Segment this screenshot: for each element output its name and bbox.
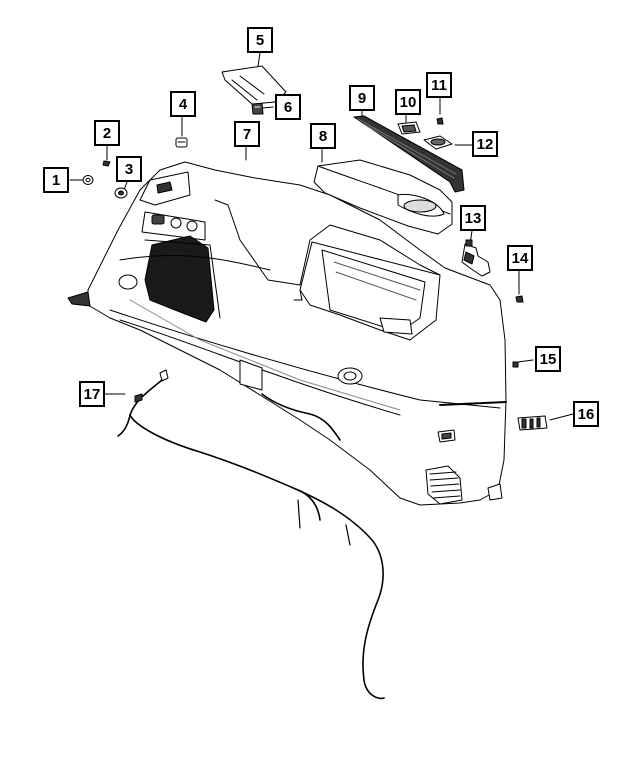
callout-9[interactable]: 9 bbox=[349, 85, 375, 111]
callout-3[interactable]: 3 bbox=[116, 156, 142, 182]
callout-6[interactable]: 6 bbox=[275, 94, 301, 120]
callout-12[interactable]: 12 bbox=[472, 131, 498, 157]
part-16-connector-icon bbox=[517, 415, 548, 431]
part-15-clip-icon bbox=[512, 361, 519, 368]
part-13-bracket-icon bbox=[461, 239, 491, 277]
callout-1[interactable]: 1 bbox=[43, 167, 69, 193]
callout-10[interactable]: 10 bbox=[395, 89, 421, 115]
callout-5[interactable]: 5 bbox=[247, 27, 273, 53]
part-7-quarter-trim-panel-icon bbox=[67, 161, 507, 506]
callout-16[interactable]: 16 bbox=[573, 401, 599, 427]
part-1-clip-nut-icon bbox=[82, 175, 94, 185]
callout-15[interactable]: 15 bbox=[535, 346, 561, 372]
small-parts bbox=[82, 102, 548, 431]
callout-2[interactable]: 2 bbox=[94, 120, 120, 146]
part-17-wiring-harness-icon bbox=[117, 369, 385, 700]
callout-14[interactable]: 14 bbox=[507, 245, 533, 271]
part-12-light-icon bbox=[423, 135, 453, 150]
part-10-switch-icon bbox=[397, 121, 421, 135]
part-11-clip-icon bbox=[436, 117, 444, 125]
part-8-armrest-icon bbox=[313, 159, 453, 235]
callout-4[interactable]: 4 bbox=[170, 91, 196, 117]
part-6-clip-icon bbox=[251, 102, 264, 115]
callout-13[interactable]: 13 bbox=[460, 205, 486, 231]
callout-17[interactable]: 17 bbox=[79, 381, 105, 407]
part-4-fastener-icon bbox=[175, 137, 188, 148]
callout-7[interactable]: 7 bbox=[234, 121, 260, 147]
callout-8[interactable]: 8 bbox=[310, 123, 336, 149]
callout-11[interactable]: 11 bbox=[426, 72, 452, 98]
part-2-clip-icon bbox=[102, 160, 111, 167]
harness-clip-icon bbox=[134, 393, 143, 403]
part-3-grommet-icon bbox=[114, 187, 128, 199]
part-9-grille-strip-icon bbox=[353, 115, 465, 193]
part-14-clip-icon bbox=[515, 295, 524, 303]
